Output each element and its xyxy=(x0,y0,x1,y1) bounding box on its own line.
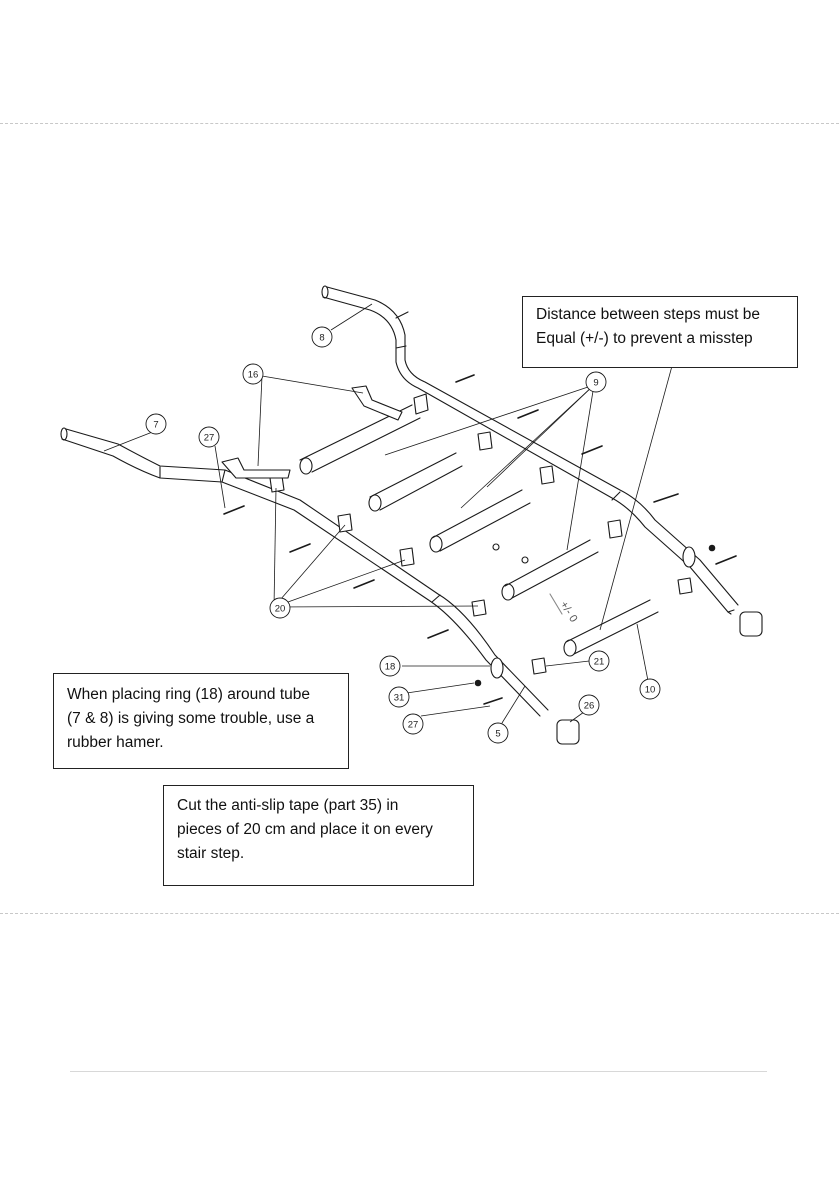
callout-7-label: 7 xyxy=(153,420,158,431)
note-tape-line-1: Cut the anti-slip tape (part 35) in xyxy=(177,794,463,818)
note-tape-line-2: pieces of 20 cm and place it on every xyxy=(177,818,463,842)
note-step-distance-line-1: Distance between steps must be xyxy=(536,303,787,327)
note-ring-line-3: rubber hamer. xyxy=(67,731,338,755)
callout-9-label: 9 xyxy=(593,378,598,389)
callout-9: 9 xyxy=(586,372,606,392)
note-tape-line-3: stair step. xyxy=(177,842,463,866)
callout-5: 5 xyxy=(488,723,508,743)
note-step-distance: Distance between steps must be Equal (+/… xyxy=(522,296,798,368)
callout-5-label: 5 xyxy=(495,729,500,740)
callout-27-top: 27 xyxy=(199,427,219,447)
callout-31: 31 xyxy=(389,687,409,707)
callout-27-bottom-label: 27 xyxy=(408,720,419,731)
note-anti-slip-tape: Cut the anti-slip tape (part 35) in piec… xyxy=(163,785,474,886)
note-step-distance-line-2: Equal (+/-) to prevent a misstep xyxy=(536,327,787,351)
note-ring-placement: When placing ring (18) around tube (7 & … xyxy=(53,673,349,769)
callout-16: 16 xyxy=(243,364,263,384)
callout-10-label: 10 xyxy=(645,685,656,696)
callout-27-top-label: 27 xyxy=(204,433,215,444)
callout-16-label: 16 xyxy=(248,370,259,381)
note-ring-line-1: When placing ring (18) around tube xyxy=(67,683,338,707)
dimension-mark xyxy=(493,544,562,614)
callout-21-label: 21 xyxy=(594,657,605,668)
callout-18-label: 18 xyxy=(385,662,396,673)
note-ring-line-2: (7 & 8) is giving some trouble, use a xyxy=(67,707,338,731)
callout-21: 21 xyxy=(589,651,609,671)
callout-20: 20 xyxy=(270,598,290,618)
callout-8-label: 8 xyxy=(319,333,324,344)
feet-26 xyxy=(557,612,762,744)
callout-20-label: 20 xyxy=(275,604,286,615)
ring-18-front xyxy=(491,658,503,678)
callout-26-label: 26 xyxy=(584,701,595,712)
callout-7: 7 xyxy=(146,414,166,434)
end-caps xyxy=(270,394,692,674)
callout-31-label: 31 xyxy=(394,693,405,704)
callout-26: 26 xyxy=(579,695,599,715)
callout-10: 10 xyxy=(640,679,660,699)
callout-27-bottom: 27 xyxy=(403,714,423,734)
callout-18: 18 xyxy=(380,656,400,676)
callout-8: 8 xyxy=(312,327,332,347)
ring-18-back xyxy=(683,547,695,567)
